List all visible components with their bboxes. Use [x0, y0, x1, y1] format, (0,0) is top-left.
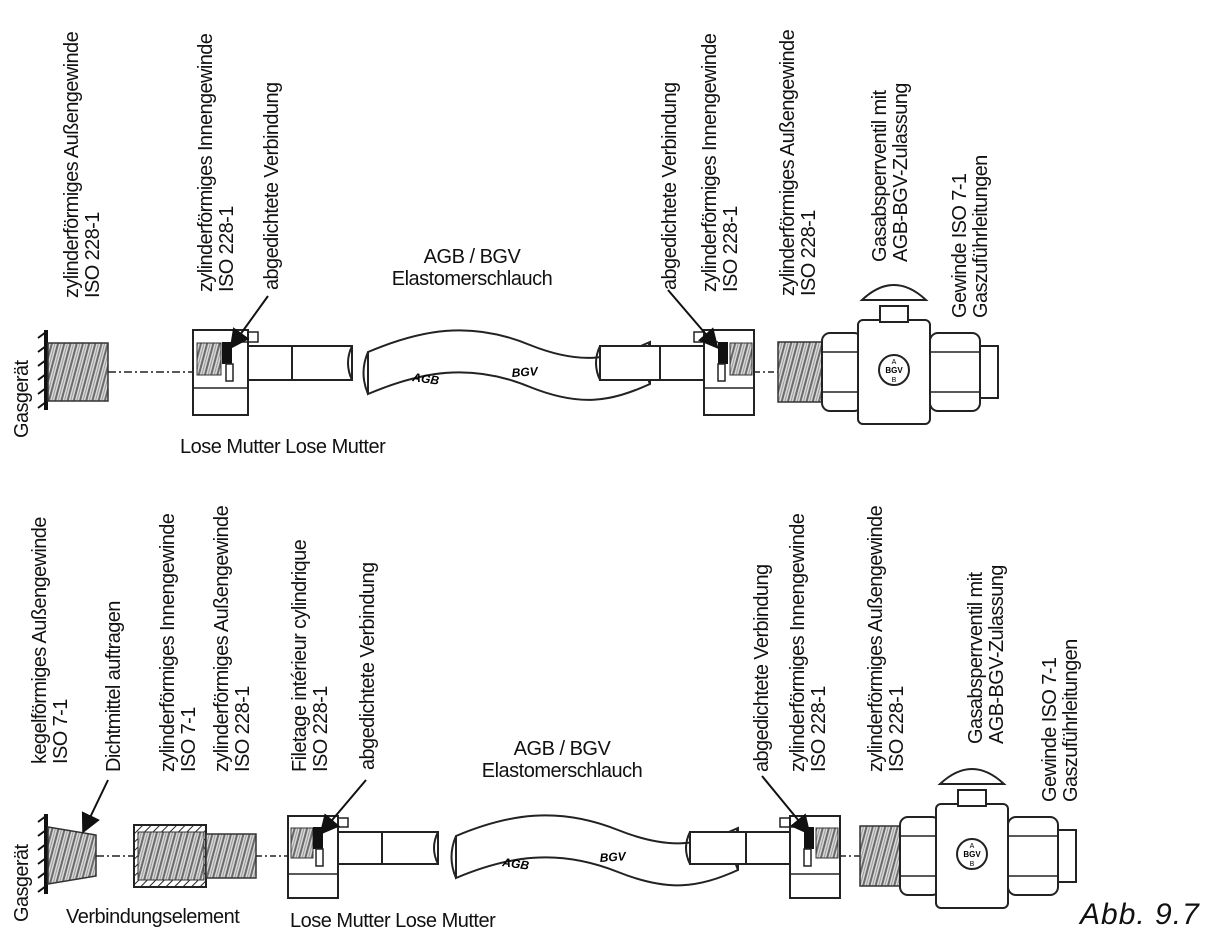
bottom-valve: A BGV B [859, 768, 1077, 909]
bottom-arrow-sealant [81, 779, 109, 834]
top-arrow-right [667, 289, 719, 350]
top-hose-print-1: AGB [411, 370, 441, 388]
bottom-sealed-joint-right-label: abgedichtete Verbindung [751, 564, 773, 773]
top-assembly: AGB BGV [37, 284, 999, 425]
figure-label: Abb. 9.7 [1080, 898, 1200, 931]
top-sealed-joint-left-label: abgedichtete Verbindung [261, 82, 283, 291]
top-valve-badge-bot: B [892, 377, 897, 384]
top-device-wall [37, 330, 48, 410]
bottom-connector-label: Verbindungselement [66, 906, 240, 928]
bottom-tapered-thread [47, 826, 97, 885]
top-device-label: Gasgerät [11, 360, 33, 438]
bottom-device-label: Gasgerät [11, 844, 33, 922]
top-valve-badge-top: A [892, 359, 897, 366]
bottom-valve-badge-top: A [970, 843, 975, 850]
bottom-sealed-joint-left-label: abgedichtete Verbindung [357, 562, 379, 771]
bottom-arrow-right [761, 775, 811, 836]
top-sealed-joint-right-label: abgedichtete Verbindung [659, 82, 681, 291]
bottom-connector-element [133, 824, 257, 888]
top-nut-label: Lose Mutter Lose Mutter [180, 436, 386, 458]
bottom-valve-badge-mid: BGV [963, 850, 981, 859]
bottom-left-nut [287, 815, 439, 899]
bottom-assembly: AGB BGV A [37, 768, 1077, 909]
top-hose-print-2: BGV [511, 364, 539, 380]
top-right-nut [595, 329, 755, 416]
bottom-hose-print-1: AGB [501, 855, 531, 873]
bottom-sealant-label: Dichtmittel auftragen [103, 601, 125, 772]
top-valve-badge-mid: BGV [885, 366, 903, 375]
top-valve: A BGV B [777, 284, 999, 425]
bottom-nut-label: Lose Mutter Lose Mutter [290, 910, 496, 932]
bottom-hose-print-2: BGV [599, 849, 627, 865]
bottom-arrow-left [319, 779, 367, 836]
bottom-right-nut [685, 815, 841, 899]
top-left-nut [192, 329, 353, 416]
top-male-thread [47, 342, 109, 402]
bottom-device-wall [37, 814, 48, 894]
top-arrow-left [229, 295, 269, 350]
bottom-hose: AGB BGV [450, 814, 739, 887]
bottom-valve-badge-bot: B [970, 861, 975, 868]
